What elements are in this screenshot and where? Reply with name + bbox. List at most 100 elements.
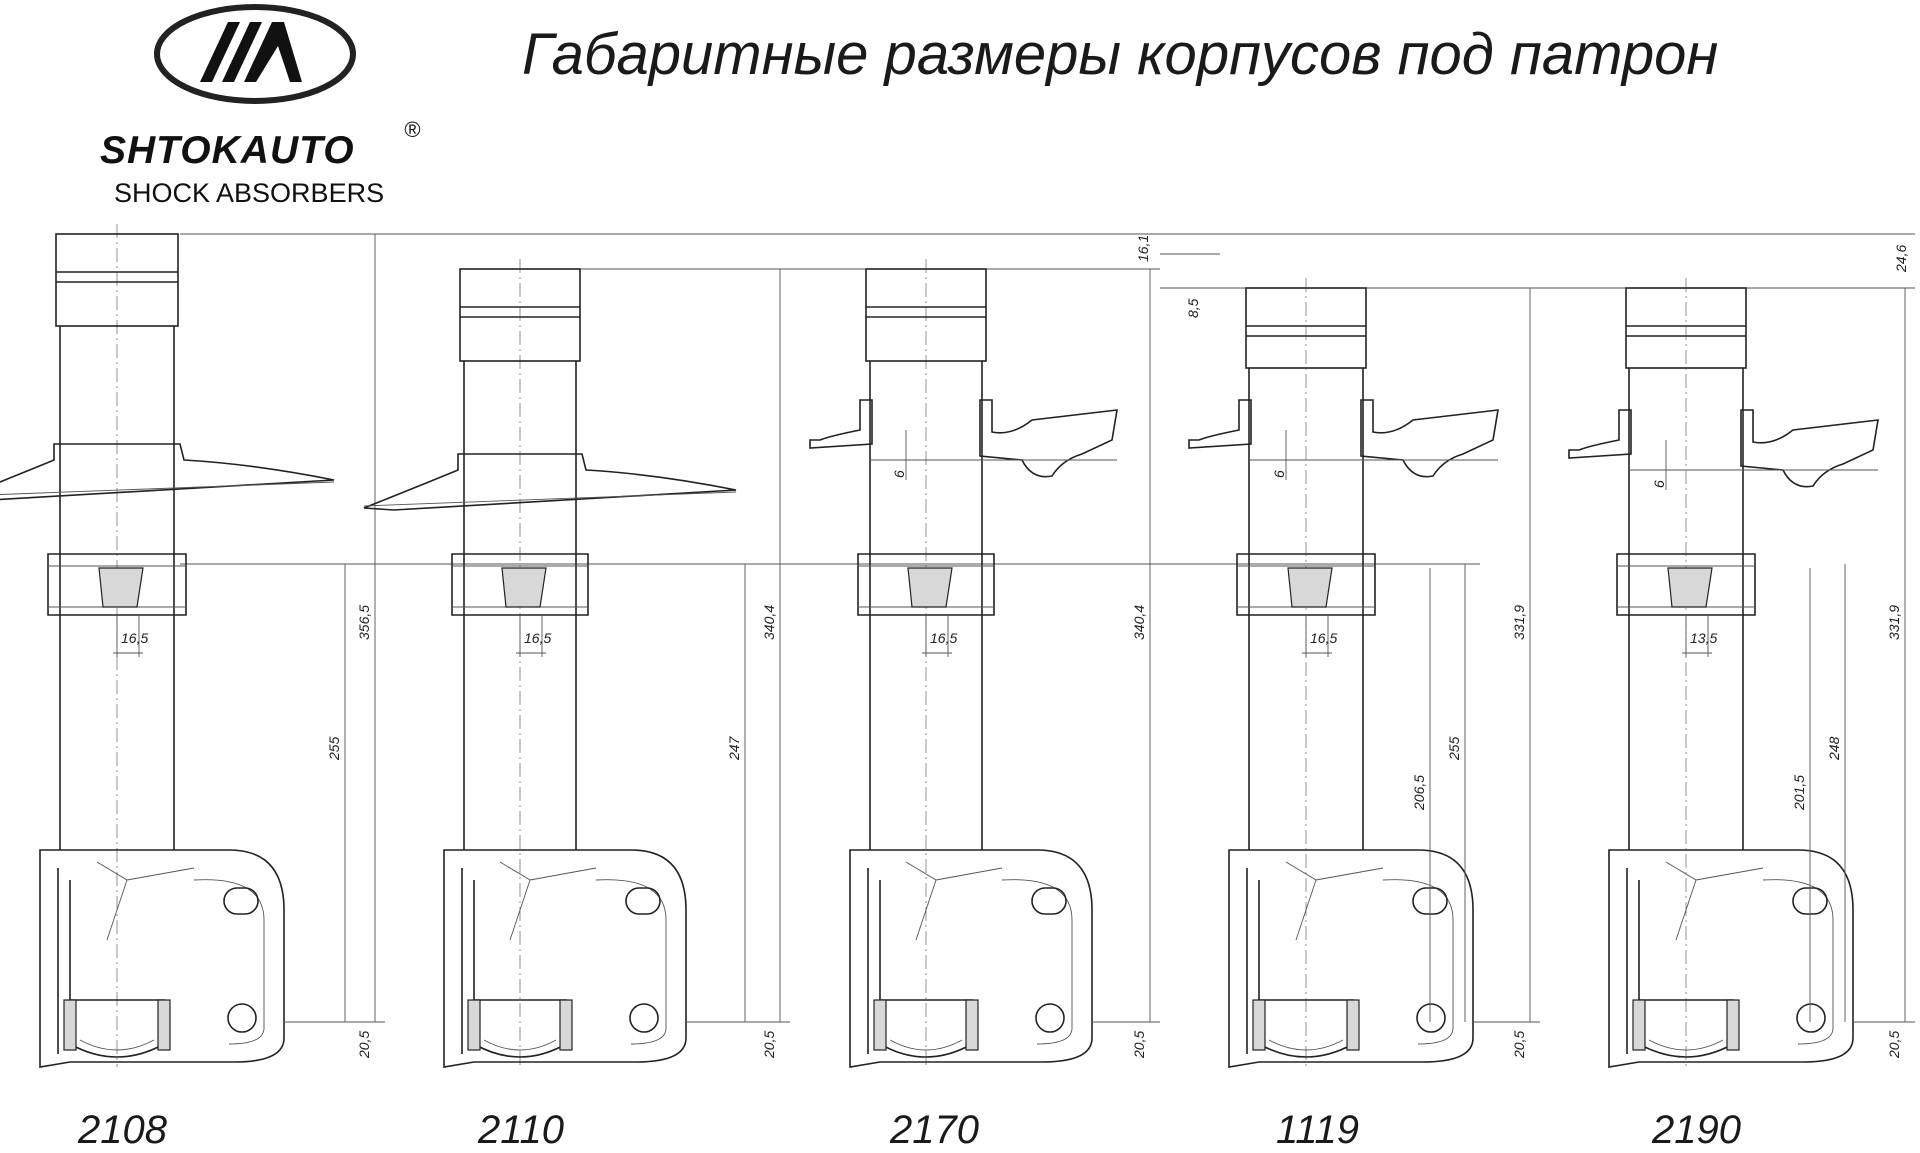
dim-plate-offset: 6: [891, 470, 907, 478]
lower-bracket: [849, 849, 1093, 1068]
dim-spring-to-bottom: 248: [1826, 736, 1842, 761]
dim-top-c: 24,6: [1893, 245, 1909, 273]
lower-bracket: [39, 849, 285, 1068]
dim-bottom: 20,5: [1886, 1031, 1902, 1059]
cup-wall-right: [1726, 999, 1740, 1051]
dim-ring-width: 16,5: [930, 630, 957, 646]
page-title: Габаритные размеры корпусов под патрон: [522, 22, 1718, 87]
dim-nut-to-bottom: 206,5: [1411, 775, 1427, 811]
seat-ring: [1616, 553, 1756, 616]
seat-ring: [47, 553, 187, 616]
lower-bracket: [443, 849, 687, 1068]
dim-spring-to-bottom: 255: [326, 736, 342, 761]
cup-wall-right: [157, 999, 171, 1051]
cup-inner: [1268, 1039, 1344, 1051]
cup-inner: [1648, 1039, 1724, 1051]
lower-bracket: [1608, 849, 1854, 1068]
cup-inner: [889, 1039, 963, 1051]
bracket-detail: [905, 861, 1003, 941]
dim-ring-width: 16,5: [121, 630, 148, 646]
spring-plate: [363, 453, 737, 511]
seat-ring: [451, 553, 589, 616]
bracket-left: [809, 399, 873, 449]
bracket-detail: [1285, 861, 1384, 941]
top-cap: [865, 268, 987, 362]
dim-nut-to-bottom: 201,5: [1791, 775, 1807, 811]
dim-total: 340,4: [1131, 605, 1147, 640]
model-label-2190: 2190: [1651, 1108, 1741, 1152]
bracket-inner: [1382, 879, 1454, 1045]
bracket-detail: [499, 861, 597, 941]
upper-mount-slot: [625, 887, 661, 915]
lower-mount-hole: [1796, 1003, 1826, 1033]
dim-total: 331,9: [1886, 605, 1902, 640]
dim-plate-offset: 6: [1651, 480, 1667, 488]
cup-inner: [79, 1039, 155, 1051]
cup-wall-left: [873, 999, 887, 1051]
model-label-1119: 1119: [1276, 1108, 1359, 1152]
brand-logo: [154, 4, 356, 104]
top-cap: [1625, 287, 1747, 369]
dim-total: 356,5: [356, 605, 372, 640]
ring-section: [98, 567, 144, 608]
model-label-2110: 2110: [477, 1108, 564, 1152]
ring-section: [1287, 567, 1333, 608]
bracket-detail: [96, 861, 195, 941]
dim-top-a: 16,1: [1135, 235, 1151, 262]
cup-wall-left: [1632, 999, 1646, 1051]
bracket-inner: [193, 879, 265, 1045]
bracket-inner: [1762, 879, 1834, 1045]
cup-wall-left: [63, 999, 77, 1051]
lower-mount-hole: [1416, 1003, 1446, 1033]
spring-plate-edge: [363, 491, 737, 507]
bracket-right: [1740, 409, 1879, 488]
upper-mount-slot: [1031, 887, 1067, 915]
model-label-2170: 2170: [889, 1108, 979, 1152]
cup-wall-right: [965, 999, 979, 1051]
dim-total: 331,9: [1511, 605, 1527, 640]
logo-tagline: SHOCK ABSORBERS: [114, 178, 384, 208]
strut-2170: 6 16,5 340,4 20,5: [809, 259, 1160, 1068]
cup-wall-right: [559, 999, 573, 1051]
bracket-inner: [1001, 879, 1073, 1045]
dim-bottom: 20,5: [356, 1031, 372, 1059]
cup-wall-right: [1346, 999, 1360, 1051]
dim-spring-to-bottom: 255: [1446, 736, 1462, 761]
model-label-2108: 2108: [77, 1108, 168, 1152]
strut-drawings: 16,5 356,5 255 20,5 16,5 340,4 247 20,5 6 16,5 340…: [0, 224, 1915, 1068]
lower-bracket: [1228, 849, 1474, 1068]
bracket-right: [1360, 399, 1499, 478]
seat-ring: [1236, 553, 1376, 616]
dim-bottom: 20,5: [1131, 1031, 1147, 1059]
bracket-right: [979, 399, 1118, 478]
dimensions: 16,1 8,5 24,6: [1135, 235, 1909, 318]
bracket-left: [1188, 399, 1252, 449]
top-cap: [1245, 287, 1367, 369]
cup-wall-left: [467, 999, 481, 1051]
bracket-left: [1568, 409, 1632, 459]
bracket-inner: [595, 879, 667, 1045]
top-cap: [55, 233, 179, 327]
dim-bottom: 20,5: [1511, 1031, 1527, 1059]
dim-total: 340,4: [761, 605, 777, 640]
cup-inner: [483, 1039, 557, 1051]
top-cap: [459, 268, 581, 362]
ring-section: [501, 567, 547, 608]
cup-wall-left: [1252, 999, 1266, 1051]
dim-top-b: 8,5: [1185, 298, 1201, 318]
ring-section: [907, 567, 953, 608]
spring-plate: [0, 443, 335, 501]
lower-mount-hole: [227, 1003, 257, 1033]
dim-spring-to-bottom: 247: [726, 735, 742, 761]
logo-registered: ®: [404, 117, 421, 142]
dim-bottom: 20,5: [761, 1031, 777, 1059]
seat-ring: [857, 553, 995, 616]
lower-mount-hole: [1035, 1003, 1065, 1033]
dim-plate-offset: 6: [1271, 470, 1287, 478]
lower-mount-hole: [629, 1003, 659, 1033]
dim-ring-width: 16,5: [1310, 630, 1337, 646]
strut-2108: 16,5 356,5 255 20,5: [0, 224, 385, 1068]
upper-mount-slot: [223, 887, 259, 915]
